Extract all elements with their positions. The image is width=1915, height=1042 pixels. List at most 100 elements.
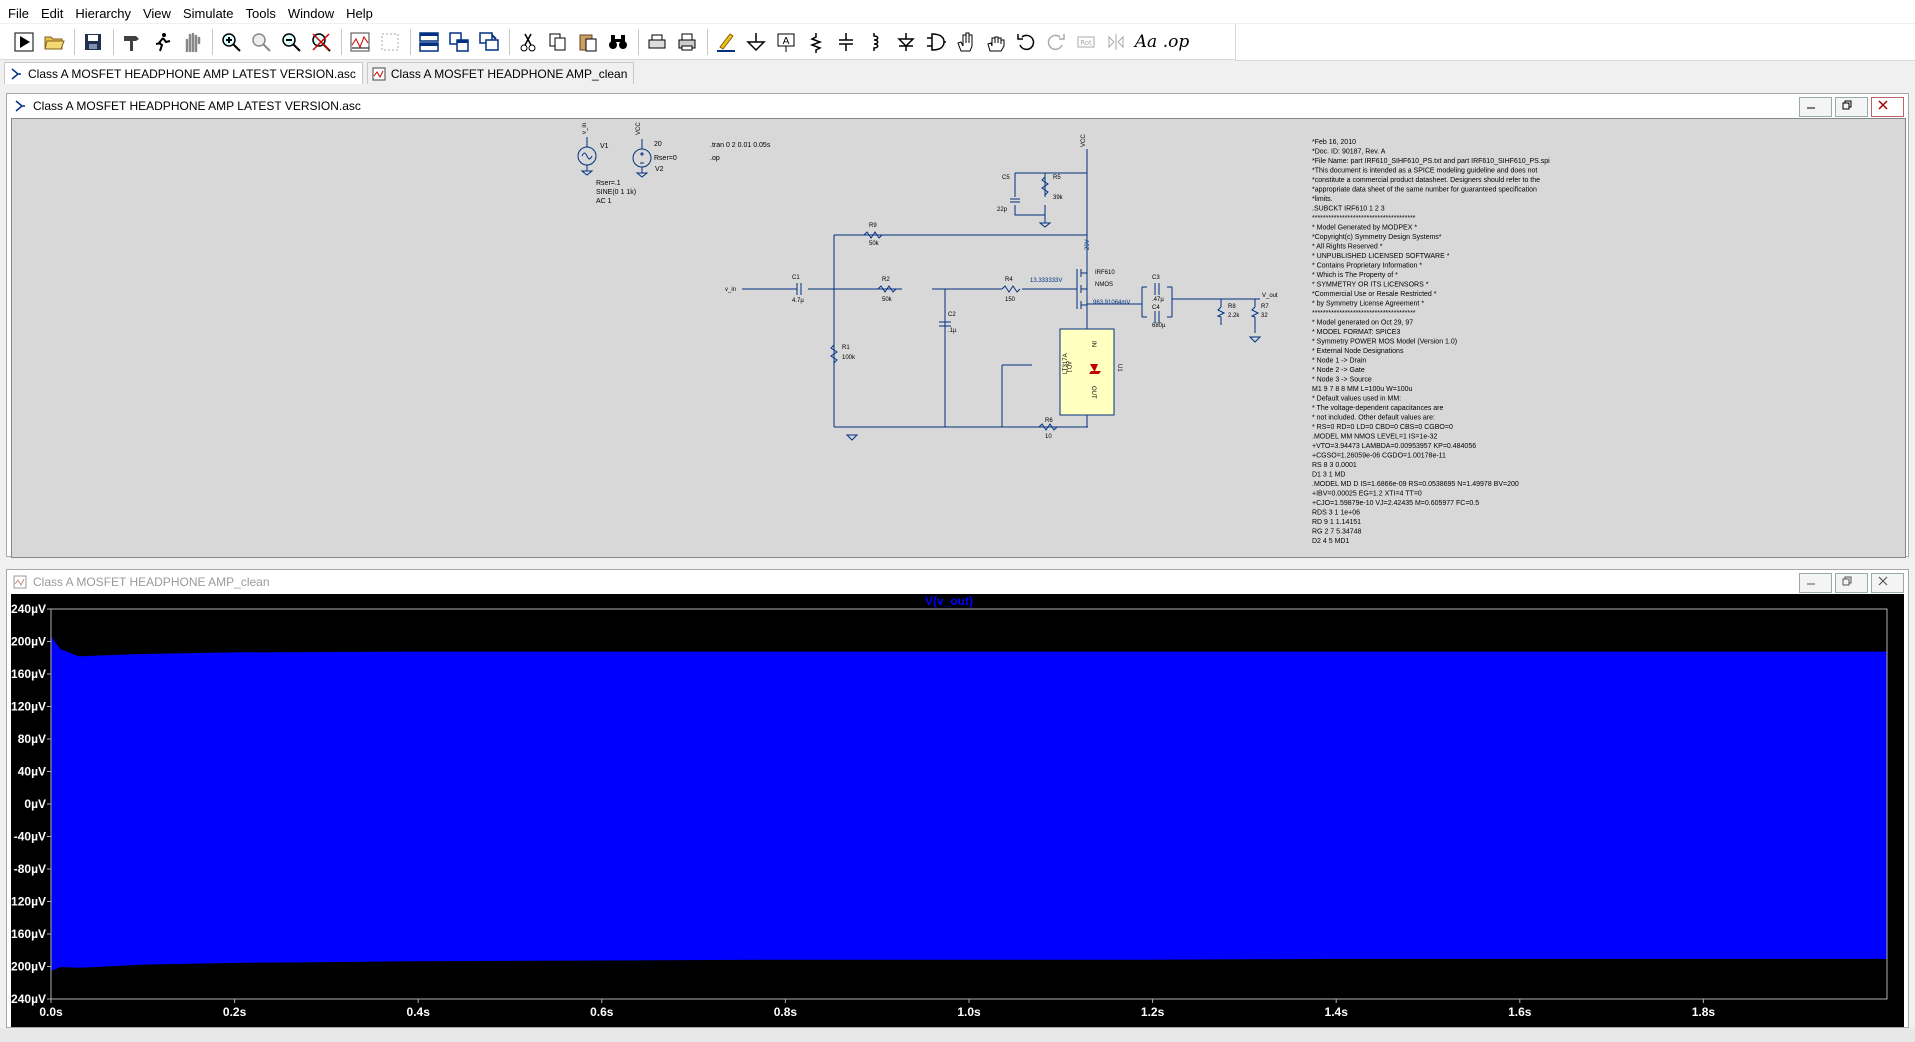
- resistor-r2[interactable]: [877, 285, 897, 293]
- run-sim-button[interactable]: [148, 28, 176, 56]
- menu-simulate[interactable]: Simulate: [182, 6, 234, 21]
- x-tick-label: 1.0s: [957, 1005, 981, 1019]
- tile-vertical-button[interactable]: [445, 28, 473, 56]
- vout-net-label[interactable]: V_out: [1262, 293, 1278, 299]
- resistor-r8[interactable]: [1216, 306, 1226, 318]
- move-button[interactable]: [952, 28, 980, 56]
- menu-tools[interactable]: Tools: [245, 6, 276, 21]
- paste-button[interactable]: [574, 28, 602, 56]
- schematic-drawing[interactable]: v_in V1 Rser=.1 SINE(0 1 1k) AC 1 VCC 20…: [12, 119, 1905, 557]
- resistor-r7[interactable]: [1250, 306, 1260, 318]
- print-setup-button[interactable]: [643, 28, 671, 56]
- halt-button[interactable]: [178, 28, 206, 56]
- resistor-r6[interactable]: [1038, 423, 1058, 431]
- capacitor-c4[interactable]: [1154, 311, 1160, 323]
- menu-window[interactable]: Window: [287, 6, 335, 21]
- open-button[interactable]: [40, 28, 68, 56]
- label-net-button[interactable]: A: [772, 28, 800, 56]
- minimize-button[interactable]: [1799, 97, 1832, 117]
- resistor-r1[interactable]: [830, 344, 838, 364]
- model-text-line: * Default values used in MM:: [1312, 396, 1401, 403]
- lt317a-regulator[interactable]: [1059, 328, 1115, 416]
- plot-window-titlebar[interactable]: Class A MOSFET HEADPHONE AMP_clean: [7, 570, 1908, 594]
- resistor-r9[interactable]: [863, 231, 883, 239]
- control-panel-button[interactable]: [118, 28, 146, 56]
- menu-view[interactable]: View: [142, 6, 171, 21]
- cascade-button[interactable]: [475, 28, 503, 56]
- resistor-r5[interactable]: [1041, 176, 1049, 196]
- spice-model-text[interactable]: *Feb 16, 2010*Doc. ID: 90187, Rev. A*Fil…: [1312, 139, 1550, 545]
- model-text-line: * not included. Other default values are…: [1312, 415, 1435, 422]
- menu-hierarchy[interactable]: Hierarchy: [75, 6, 131, 21]
- vin-net-label[interactable]: v_in: [725, 287, 736, 293]
- zoom-fit-button[interactable]: [307, 28, 335, 56]
- mirror-button[interactable]: [1102, 28, 1130, 56]
- model-text-line: RD 9 1 1.14151: [1312, 519, 1361, 526]
- mosfet-m1[interactable]: [1076, 269, 1087, 309]
- schematic-window-titlebar[interactable]: Class A MOSFET HEADPHONE AMP LATEST VERS…: [7, 94, 1908, 118]
- schematic-canvas[interactable]: v_in V1 Rser=.1 SINE(0 1 1k) AC 1 VCC 20…: [11, 118, 1906, 558]
- regulator-part-label: LT317A: [1063, 353, 1069, 374]
- tran-directive[interactable]: .tran 0 2 0.01 0.05s: [710, 142, 771, 149]
- lt-logo-icon: [1089, 364, 1101, 374]
- model-text-line: * Symmetry POWER MOS Model (Version 1.0): [1312, 339, 1457, 346]
- redo-button[interactable]: [1042, 28, 1070, 56]
- plot-settings-button[interactable]: [346, 28, 374, 56]
- tab-waveform[interactable]: Class A MOSFET HEADPHONE AMP_clean: [366, 62, 635, 84]
- diode-button[interactable]: [892, 28, 920, 56]
- pencil-icon: [717, 32, 735, 52]
- zoom-in-button[interactable]: [217, 28, 245, 56]
- spice-directive-button[interactable]: .op: [1162, 31, 1190, 52]
- capacitor-c3[interactable]: [1154, 283, 1160, 295]
- menu-edit[interactable]: Edit: [40, 6, 64, 21]
- voltage-source-v1[interactable]: [577, 137, 597, 176]
- toolbar-separator: [509, 28, 510, 55]
- ground-button[interactable]: [742, 28, 770, 56]
- run-button[interactable]: [10, 28, 38, 56]
- pan-button[interactable]: [247, 28, 275, 56]
- c2-value: .1µ: [948, 328, 957, 334]
- model-text-line: .MODEL MM NMOS LEVEL=1 IS=1e-32: [1312, 434, 1438, 441]
- r4-name: R4: [1005, 277, 1013, 283]
- op-directive[interactable]: .op: [710, 155, 720, 162]
- print-button[interactable]: [673, 28, 701, 56]
- autorange-button[interactable]: [376, 28, 404, 56]
- maximize-button[interactable]: [1835, 97, 1868, 117]
- capacitor-c5[interactable]: [1010, 198, 1020, 203]
- waveform-chart[interactable]: V(v_out)240µV200µV160µV120µV80µV40µV0µV-…: [7, 594, 1904, 1027]
- drag-button[interactable]: [982, 28, 1010, 56]
- menu-help[interactable]: Help: [346, 6, 373, 21]
- y-tick-label: -80µV: [14, 862, 46, 876]
- tile-horizontal-button[interactable]: [415, 28, 443, 56]
- copy-button[interactable]: [544, 28, 572, 56]
- resistor-r4[interactable]: [1001, 285, 1021, 293]
- maximize-button[interactable]: [1835, 573, 1868, 593]
- capacitor-c2[interactable]: [939, 321, 951, 327]
- zoom-out-button[interactable]: [277, 28, 305, 56]
- resistor-button[interactable]: [802, 28, 830, 56]
- model-text-line: * Contains Proprietary Information *: [1312, 263, 1422, 270]
- r5-name: R5: [1053, 175, 1061, 181]
- component-button[interactable]: [922, 28, 950, 56]
- close-button[interactable]: [1871, 97, 1904, 117]
- find-button[interactable]: [604, 28, 632, 56]
- minimize-button[interactable]: [1799, 573, 1832, 593]
- save-button[interactable]: [79, 28, 107, 56]
- model-text-line: * The voltage-dependent capacitances are: [1312, 405, 1444, 412]
- undo-button[interactable]: [1012, 28, 1040, 56]
- menu-file[interactable]: File: [8, 6, 29, 21]
- close-button[interactable]: [1871, 573, 1904, 593]
- rotate-button[interactable]: Rot: [1072, 28, 1100, 56]
- vcc-net-label[interactable]: VCC: [1081, 134, 1087, 147]
- tab-schematic[interactable]: Class A MOSFET HEADPHONE AMP LATEST VERS…: [4, 62, 363, 84]
- cut-button[interactable]: [514, 28, 542, 56]
- model-text-line: * UNPUBLISHED LICENSED SOFTWARE *: [1312, 253, 1450, 260]
- regulator-ref-label: U1: [1116, 364, 1122, 372]
- inductor-button[interactable]: [862, 28, 890, 56]
- voltage-source-v2[interactable]: [632, 139, 652, 178]
- text-button[interactable]: Aa: [1134, 31, 1158, 52]
- draw-wire-button[interactable]: [712, 28, 740, 56]
- capacitor-button[interactable]: [832, 28, 860, 56]
- capacitor-c1[interactable]: [796, 283, 802, 295]
